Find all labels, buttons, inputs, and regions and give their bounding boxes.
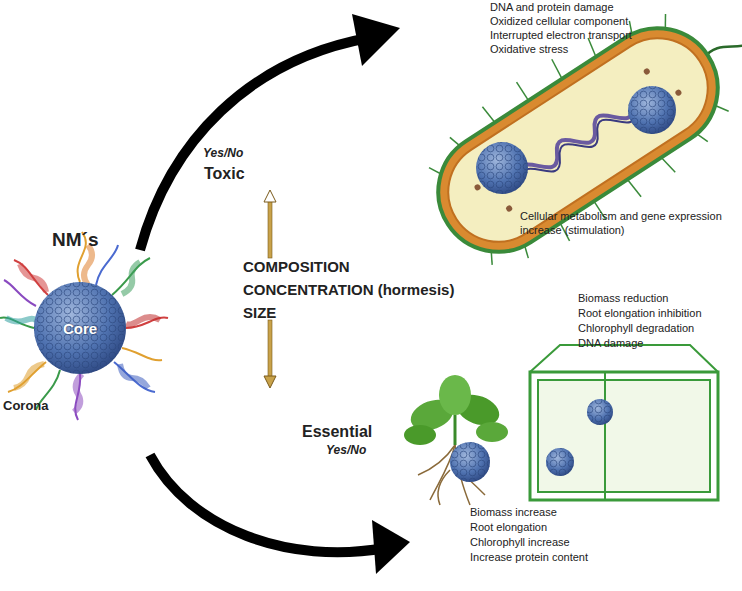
effect-text: Interrupted electron transport	[490, 29, 632, 43]
answer-label: Yes/No	[326, 443, 366, 458]
effect-text: Biomass reduction	[578, 292, 669, 306]
effect-text: Increase protein content	[470, 551, 588, 565]
arrow-head	[372, 520, 410, 574]
effect-text: Cellular metabolism and gene expression …	[520, 210, 735, 238]
effect-text: Root elongation	[470, 521, 547, 535]
effect-text: Chlorophyll degradation	[578, 322, 694, 336]
factor-label: COMPOSITION	[243, 258, 350, 277]
effect-text: Chlorophyll increase	[470, 536, 570, 550]
plant-cell	[530, 345, 718, 500]
effect-text: DNA damage	[578, 337, 643, 351]
effect-text: Root elongation inhibition	[578, 307, 702, 321]
category-label: Toxic	[204, 164, 245, 184]
nanoparticle	[0, 232, 168, 420]
core-sphere: Core	[63, 320, 97, 337]
arrow-head	[352, 14, 400, 66]
category-label: Essential	[302, 422, 372, 442]
factor-label: SIZE	[243, 304, 276, 323]
effect-text: DNA and protein damage	[490, 1, 614, 15]
effect-text: Biomass increase	[470, 506, 557, 520]
core-label: Core	[63, 320, 97, 337]
effect-text: Oxidized cellular component	[490, 15, 628, 29]
nm-label: NM´s	[52, 228, 98, 252]
factor-label: CONCENTRATION (hormesis)	[243, 281, 454, 300]
answer-label: Yes/No	[203, 146, 243, 161]
corona-label: Corona	[3, 398, 49, 414]
effect-text: Oxidative stress	[490, 43, 568, 57]
bacterium	[403, 0, 742, 293]
plant	[404, 375, 508, 505]
